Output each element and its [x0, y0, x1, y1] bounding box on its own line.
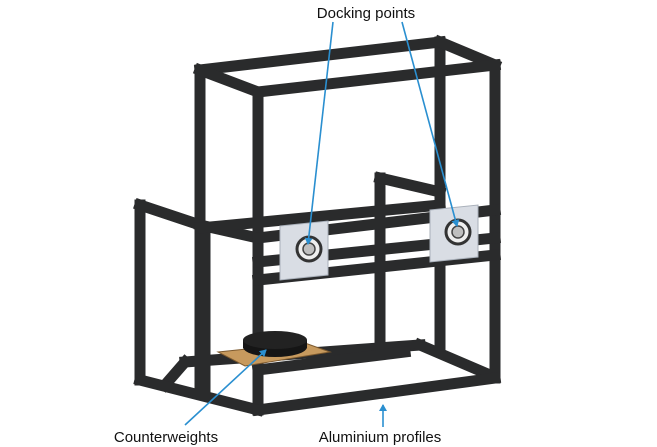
label-aluminium-profiles: Aluminium profiles [319, 429, 442, 446]
front-bottom-rail [251, 345, 502, 417]
right-step [373, 171, 447, 199]
arrow-counterweights [184, 349, 267, 426]
docking-point-right [429, 204, 479, 263]
arrow-docking-right [401, 21, 460, 227]
counterweight-top [243, 331, 307, 349]
label-counterweights: Counterweights [114, 429, 218, 446]
callout-arrows [184, 21, 460, 427]
docking-connector-right-core [451, 225, 465, 239]
docking-point-left [279, 220, 329, 281]
label-docking-points: Docking points [317, 5, 415, 22]
docking-connector-left-core [302, 242, 316, 256]
arrow-docking-left [304, 21, 334, 245]
top-rectangle [192, 34, 503, 100]
